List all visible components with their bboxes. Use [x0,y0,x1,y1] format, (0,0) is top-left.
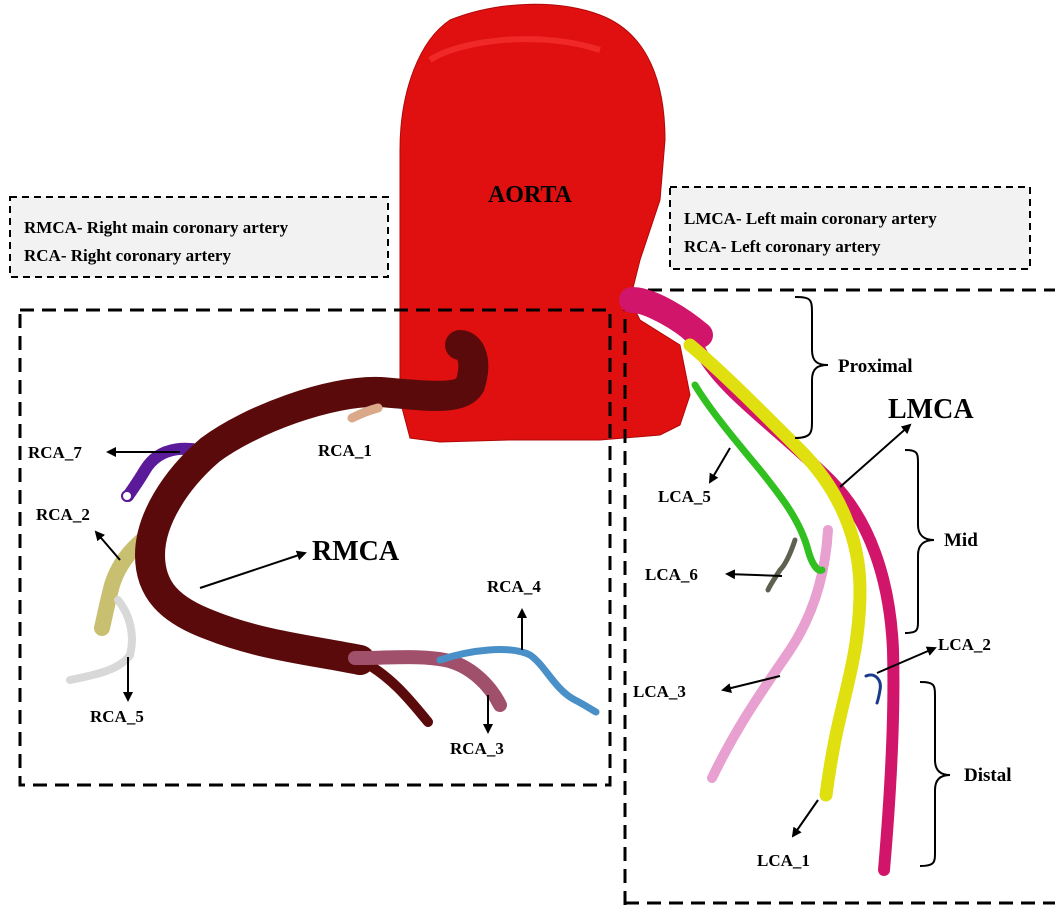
lca-5-label: LCA_5 [658,487,711,506]
legend-right-box [670,187,1030,269]
lca-1-arrow [793,800,818,836]
mid-label: Mid [944,530,978,551]
lca-3-vessel [712,530,828,778]
rca-3-vessel [355,657,500,705]
legend-left-line1: RMCA- Right main coronary artery [24,218,289,237]
lca-2-arrow [877,648,935,673]
aorta [400,4,690,442]
legend-right-line2: RCA- Left coronary artery [684,237,881,256]
lca-2-vessel [866,675,880,703]
left-tree-region [625,290,1055,905]
rca-7-label: RCA_7 [28,443,82,462]
legend-left-line2: RCA- Right coronary artery [24,246,231,265]
distal-label: Distal [964,765,1012,786]
aorta-label: AORTA [488,182,573,208]
rca-2-arrow [96,532,120,560]
rmca-arrow [200,553,305,588]
lca-3-label: LCA_3 [633,682,686,701]
legend-left-box [10,197,388,277]
lca-5-arrow [710,448,730,482]
rca-1-vessel [352,408,378,418]
rca-5-label: RCA_5 [90,707,144,726]
lca-6-vessel [768,540,795,590]
lca-1-label: LCA_1 [757,851,810,870]
lmca-arrow [840,425,910,487]
lmca-label: LMCA [888,394,974,425]
lca-6-arrow [727,574,782,576]
lca-2-label: LCA_2 [938,635,991,654]
rmca-distal [360,660,428,722]
rca-1-label: RCA_1 [318,441,372,460]
rmca-vessel [150,345,473,660]
lca-6-label: LCA_6 [645,565,698,584]
legend-right-line1: LMCA- Left main coronary artery [684,209,937,228]
rca-2-label: RCA_2 [36,505,90,524]
mid-brace [905,450,934,633]
rca-4-label: RCA_4 [487,577,541,596]
rca-3-label: RCA_3 [450,739,504,758]
rmca-label: RMCA [312,536,400,567]
distal-brace [920,682,950,866]
proximal-brace [795,297,828,438]
proximal-label: Proximal [838,356,913,377]
